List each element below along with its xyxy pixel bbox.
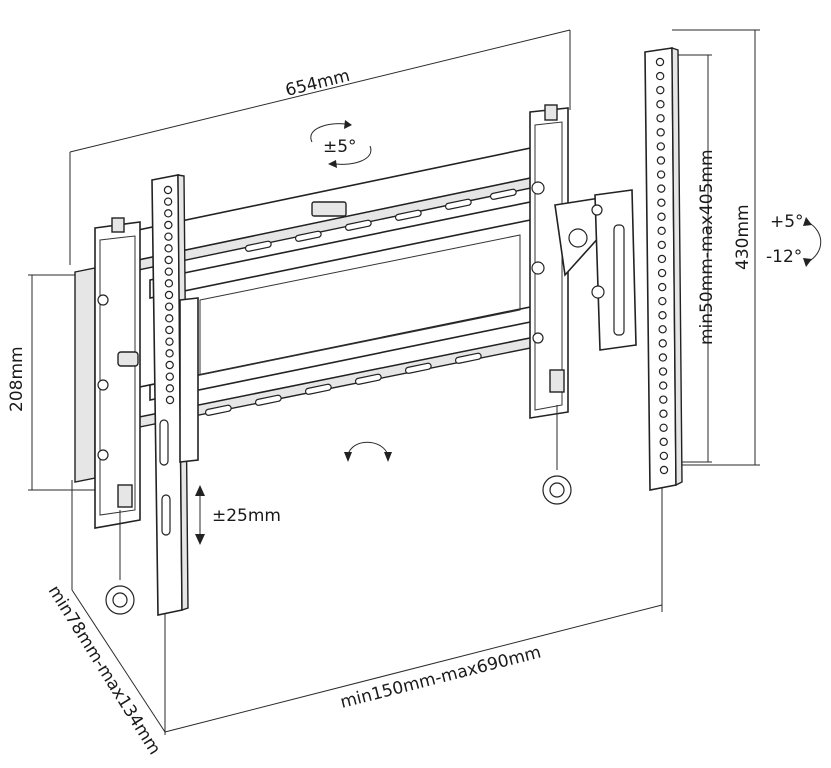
arm-hole bbox=[658, 296, 667, 306]
left-vertical-arm bbox=[151, 174, 199, 616]
arm-hole bbox=[164, 232, 173, 241]
arm-hole bbox=[656, 170, 666, 179]
label-vesa-horizontal: min150mm-max690mm bbox=[338, 642, 543, 712]
arm-hole bbox=[658, 339, 667, 348]
arm-hole bbox=[659, 395, 668, 404]
vertical-adjust-arrow bbox=[195, 485, 205, 545]
label-rotation: ±5° bbox=[323, 137, 357, 157]
arm-hole bbox=[165, 395, 175, 405]
right-vertical-arm bbox=[591, 47, 683, 491]
arm-hole bbox=[659, 465, 669, 475]
arm-hole bbox=[164, 209, 173, 218]
arm-hole bbox=[657, 240, 666, 250]
arm-hole bbox=[164, 244, 173, 253]
arm-hole bbox=[657, 198, 666, 207]
arm-hole bbox=[164, 290, 174, 300]
bottom-bar-slots bbox=[204, 352, 482, 416]
arm-hole bbox=[656, 128, 665, 137]
wall-plate bbox=[74, 144, 546, 483]
arm-hole bbox=[659, 409, 668, 418]
arm-hole bbox=[164, 302, 174, 311]
arm-hole bbox=[656, 100, 665, 109]
label-height-plate: 208mm bbox=[7, 346, 27, 412]
bubble-level bbox=[311, 201, 347, 217]
arm-hole bbox=[657, 268, 667, 278]
arm-hole bbox=[658, 367, 668, 376]
arm-hole bbox=[657, 254, 667, 264]
label-height-total: 430mm bbox=[733, 204, 753, 270]
arm-hole bbox=[164, 279, 174, 288]
arm-hole bbox=[658, 381, 668, 390]
top-bar-slots bbox=[244, 188, 517, 252]
rotation-arrow-bottom bbox=[344, 441, 392, 462]
arm-hole bbox=[656, 114, 665, 123]
arm-hole bbox=[657, 184, 666, 193]
label-vesa-vertical: min50mm-max405mm bbox=[697, 149, 717, 345]
arm-hole bbox=[658, 311, 667, 320]
arm-hole bbox=[164, 267, 173, 276]
label-wall-distance: min78mm-max134mm bbox=[44, 582, 165, 758]
label-tilt-down: -12° bbox=[766, 247, 802, 267]
arm-hole bbox=[655, 71, 665, 81]
left-bracket bbox=[94, 217, 141, 615]
rotation-arrow-top bbox=[310, 120, 372, 168]
arm-hole bbox=[164, 255, 173, 265]
arm-hole bbox=[163, 197, 173, 206]
arm-hole bbox=[165, 314, 174, 323]
label-vertical-adjust: ±25mm bbox=[212, 506, 281, 526]
arm-hole bbox=[655, 57, 665, 67]
arm-hole bbox=[165, 372, 174, 381]
arm-hole bbox=[657, 226, 666, 236]
arm-hole bbox=[165, 325, 174, 335]
arm-hole bbox=[659, 451, 669, 461]
arm-hole bbox=[656, 85, 665, 95]
arm-hole bbox=[658, 353, 668, 362]
label-tilt-up: +5° bbox=[770, 212, 804, 232]
tilt-arrow bbox=[803, 217, 822, 267]
arm-hole bbox=[657, 212, 666, 221]
arm-hole bbox=[165, 349, 174, 358]
label-width-total: 654mm bbox=[283, 66, 351, 101]
arm-hole bbox=[659, 423, 668, 432]
arm-hole bbox=[656, 156, 666, 165]
arm-hole bbox=[163, 185, 173, 195]
arm-hole bbox=[165, 360, 174, 370]
arm-hole bbox=[165, 337, 174, 346]
arm-hole bbox=[659, 437, 668, 447]
arm-hole bbox=[656, 142, 666, 151]
arm-hole bbox=[165, 384, 175, 393]
arm-hole bbox=[164, 220, 173, 230]
arm-hole bbox=[658, 282, 667, 292]
arm-hole bbox=[658, 325, 667, 334]
